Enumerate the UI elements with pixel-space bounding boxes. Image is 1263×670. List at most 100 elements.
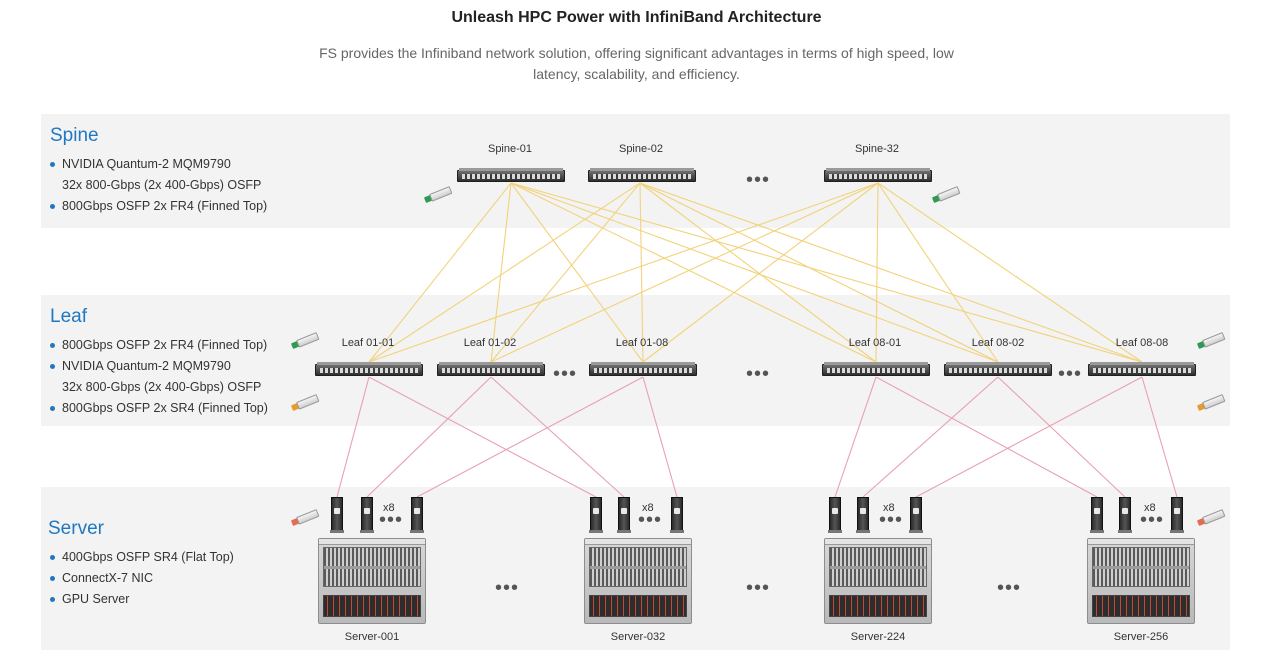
spine-spec-item: NVIDIA Quantum-2 MQM9790 <box>48 154 267 175</box>
spine-leaf-link <box>877 182 999 363</box>
ellipsis-icon: ••• <box>638 509 663 531</box>
leaf-tier-title: Leaf <box>50 306 87 327</box>
nic-icon <box>617 497 631 533</box>
leaf-switch-icon <box>1088 362 1196 376</box>
spine-leaf-links <box>368 182 1143 363</box>
ellipsis-icon: ••• <box>746 363 771 385</box>
spine-leaf-link <box>639 182 644 363</box>
leaf-spec-item: 32x 800-Gbps (2x 400-Gbps) OSFP <box>62 380 262 394</box>
ellipsis-icon: ••• <box>553 363 578 385</box>
server-label: Server-032 <box>610 631 666 643</box>
leaf-switch-icon <box>589 362 697 376</box>
ellipsis-icon: ••• <box>879 509 904 531</box>
spine-leaf-link <box>510 182 1143 363</box>
nic-icon <box>330 497 344 533</box>
spine-spec-item: 800Gbps OSFP 2x FR4 (Finned Top) <box>48 196 267 217</box>
spine-leaf-link <box>639 182 1143 363</box>
leaf-server-link <box>368 376 597 498</box>
spine-leaf-link <box>642 182 879 363</box>
leaf-switch-label: Leaf 01-08 <box>615 337 669 349</box>
spine-leaf-link <box>639 182 877 363</box>
ellipsis-icon: ••• <box>746 169 771 191</box>
nic-count-label: x8 <box>383 502 395 514</box>
leaf-switch-icon <box>822 362 930 376</box>
nic-count-label: x8 <box>883 502 895 514</box>
spine-leaf-link <box>490 182 641 363</box>
leaf-server-link <box>336 376 370 498</box>
server-label: Server-256 <box>1113 631 1169 643</box>
nic-icon <box>1118 497 1132 533</box>
leaf-switch-label: Leaf 01-02 <box>463 337 517 349</box>
server-icon <box>584 538 692 624</box>
nic-icon <box>1090 497 1104 533</box>
spine-leaf-link <box>368 182 879 363</box>
leaf-switch-label: Leaf 08-01 <box>848 337 902 349</box>
leaf-switch-icon <box>315 362 423 376</box>
spine-leaf-link <box>510 182 999 363</box>
server-icon <box>824 538 932 624</box>
spine-leaf-link <box>490 182 512 363</box>
ellipsis-icon: ••• <box>746 577 771 599</box>
ellipsis-icon: ••• <box>1058 363 1083 385</box>
spine-switch-icon <box>457 168 565 182</box>
ellipsis-icon: ••• <box>379 509 404 531</box>
server-tier-title: Server <box>48 518 104 539</box>
leaf-server-link <box>366 376 492 498</box>
page-title: Unleash HPC Power with InfiniBand Archit… <box>451 9 822 26</box>
nic-icon <box>909 497 923 533</box>
ellipsis-icon: ••• <box>495 577 520 599</box>
leaf-spec-list: 800Gbps OSFP 2x FR4 (Finned Top) NVIDIA … <box>48 335 268 419</box>
spine-leaf-link <box>368 182 512 363</box>
leaf-switch-label: Leaf 08-08 <box>1115 337 1169 349</box>
page-subtitle: FS provides the Infiniband network solut… <box>319 45 954 82</box>
spine-switch-icon <box>588 168 696 182</box>
leaf-spec-item: NVIDIA Quantum-2 MQM9790 <box>48 356 268 377</box>
leaf-server-link <box>416 376 644 498</box>
spine-switch-label: Spine-02 <box>618 143 664 155</box>
leaf-server-link <box>875 376 1098 498</box>
spine-leaf-link <box>639 182 999 363</box>
nic-icon <box>828 497 842 533</box>
leaf-switch-icon <box>437 362 545 376</box>
nic-icon <box>360 497 374 533</box>
leaf-server-link <box>997 376 1126 498</box>
server-icon <box>318 538 426 624</box>
leaf-switch-label: Leaf 08-02 <box>971 337 1025 349</box>
server-label: Server-224 <box>850 631 906 643</box>
spine-leaf-link <box>510 182 644 363</box>
spine-switch-label: Spine-01 <box>487 143 533 155</box>
nic-icon <box>410 497 424 533</box>
leaf-switch-label: Leaf 01-01 <box>341 337 395 349</box>
server-label: Server-001 <box>344 631 400 643</box>
nic-icon <box>1170 497 1184 533</box>
leaf-spec-item: 800Gbps OSFP 2x FR4 (Finned Top) <box>48 335 268 356</box>
spine-switch-label: Spine-32 <box>854 143 900 155</box>
nic-count-label: x8 <box>642 502 654 514</box>
nic-icon <box>856 497 870 533</box>
leaf-server-link <box>642 376 678 498</box>
server-spec-list: 400Gbps OSFP SR4 (Flat Top) ConnectX-7 N… <box>48 547 234 610</box>
spine-leaf-link <box>877 182 1143 363</box>
leaf-switch-icon <box>944 362 1052 376</box>
server-icon <box>1087 538 1195 624</box>
leaf-server-links <box>336 376 1178 498</box>
spine-switch-icon <box>824 168 932 182</box>
nic-icon <box>589 497 603 533</box>
spine-leaf-link <box>875 182 879 363</box>
leaf-spec-item: 800Gbps OSFP 2x SR4 (Finned Top) <box>48 398 268 419</box>
leaf-server-link <box>862 376 999 498</box>
spine-spec-list: NVIDIA Quantum-2 MQM9790 32x 800-Gbps (2… <box>48 154 267 217</box>
leaf-server-link <box>834 376 877 498</box>
leaf-server-link <box>1141 376 1178 498</box>
spine-leaf-link <box>490 182 879 363</box>
spine-leaf-link <box>510 182 877 363</box>
leaf-server-link <box>490 376 625 498</box>
server-spec-item: ConnectX-7 NIC <box>48 568 234 589</box>
leaf-server-link <box>915 376 1143 498</box>
spine-tier-title: Spine <box>50 125 99 146</box>
ellipsis-icon: ••• <box>997 577 1022 599</box>
nic-icon <box>670 497 684 533</box>
server-spec-item: 400Gbps OSFP SR4 (Flat Top) <box>48 547 234 568</box>
ellipsis-icon: ••• <box>1140 509 1165 531</box>
